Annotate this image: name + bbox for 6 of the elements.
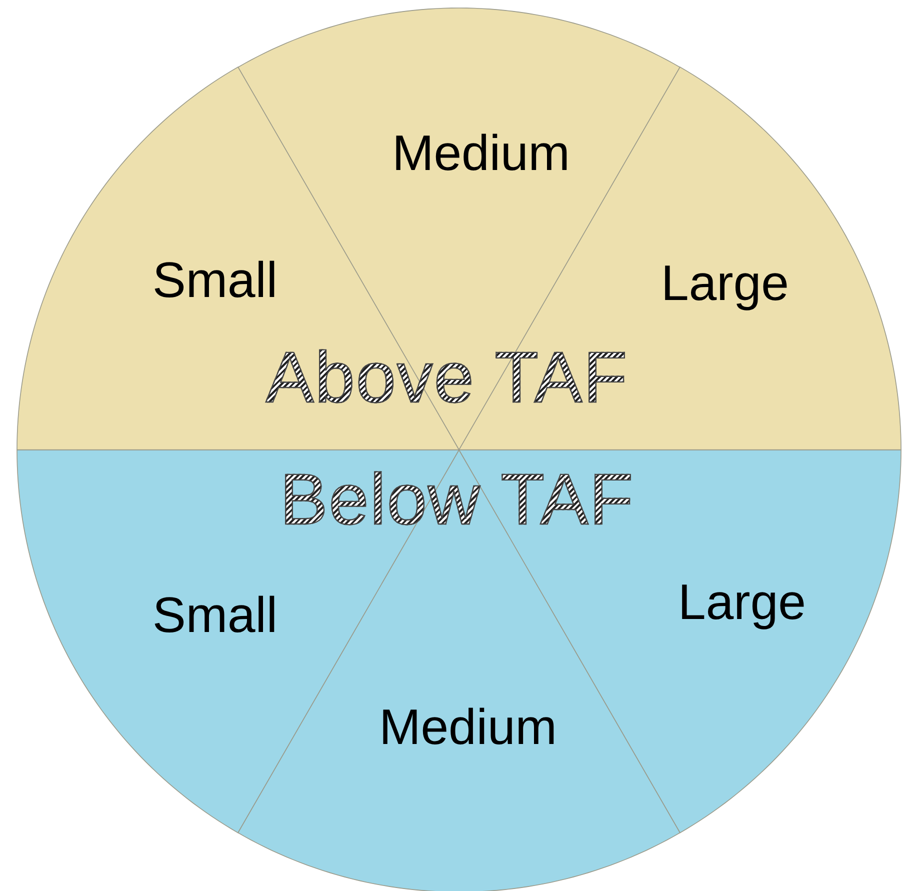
sector-label: Small xyxy=(152,590,278,640)
sector-label: Small xyxy=(152,254,278,305)
sector-label: Large xyxy=(678,577,806,627)
sector-label: Medium xyxy=(392,128,570,178)
sector-label: Large xyxy=(661,258,789,308)
sector-label: Medium xyxy=(379,702,557,752)
